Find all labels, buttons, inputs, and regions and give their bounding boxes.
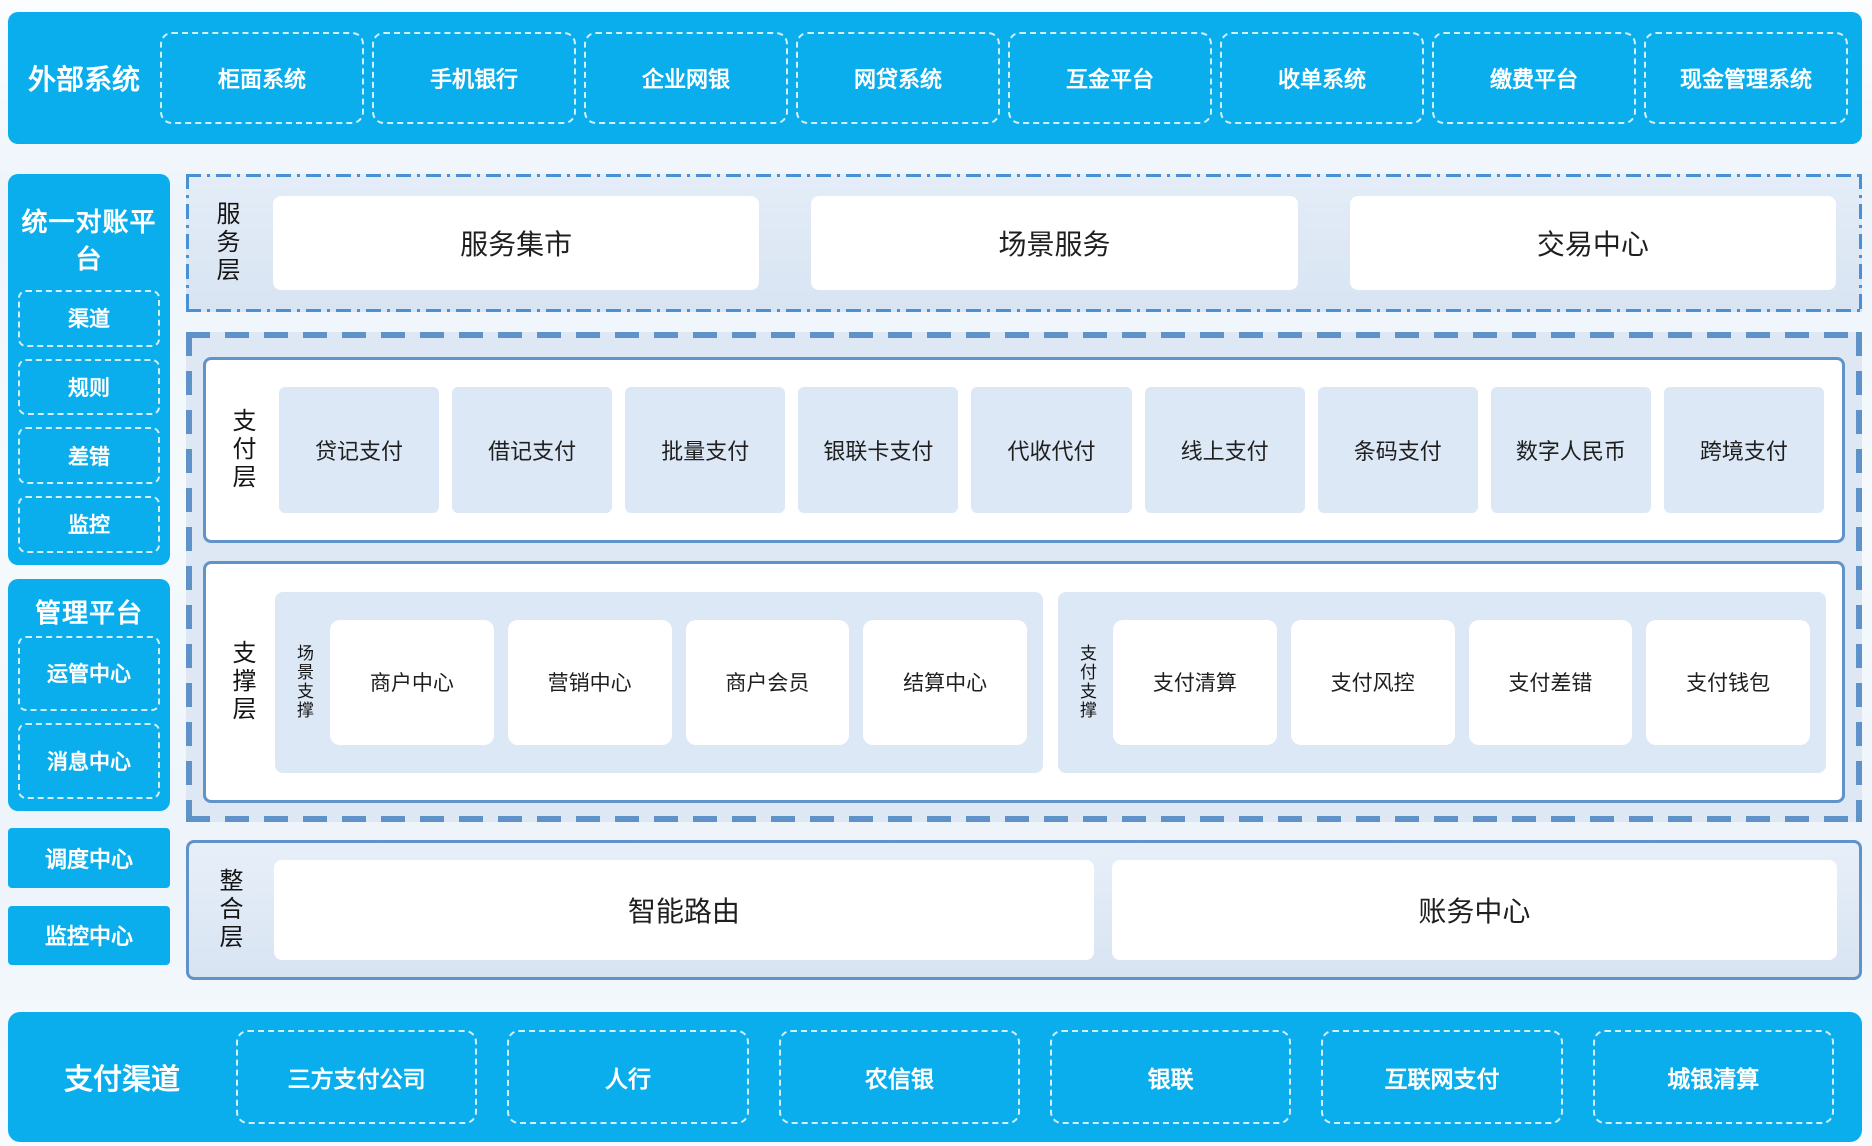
payment-box-debit: 借记支付: [452, 387, 613, 513]
scene-support-group: 场景支撑 商户中心 营销中心 商户会员 结算中心: [275, 591, 1043, 773]
support-box-wallet: 支付钱包: [1646, 619, 1810, 745]
support-box-errors: 支付差错: [1468, 619, 1633, 745]
channel-third-party-payment: 三方支付公司: [236, 1030, 478, 1124]
management-item-message-center: 消息中心: [18, 723, 160, 800]
external-system-acquiring: 收单系统: [1220, 32, 1424, 124]
external-system-mobile-bank: 手机银行: [372, 32, 576, 124]
reconciliation-platform-card: 统一对账平台 渠道 规则 差错 监控: [8, 174, 170, 565]
payment-box-online: 线上支付: [1144, 387, 1305, 513]
core-layers-container: 支付层 贷记支付 借记支付 批量支付 银联卡支付 代收代付 线上支付 条码支付 …: [186, 332, 1862, 822]
payment-layer: 支付层 贷记支付 借记支付 批量支付 银联卡支付 代收代付 线上支付 条码支付 …: [203, 357, 1845, 543]
payment-box-batch: 批量支付: [625, 387, 786, 513]
external-system-online-loan: 网贷系统: [796, 32, 1000, 124]
management-platform-title: 管理平台: [34, 597, 143, 628]
reconciliation-item-rules: 规则: [18, 358, 160, 416]
reconciliation-platform-title: 统一对账平台: [21, 207, 157, 274]
support-layer: 支撑层 场景支撑 商户中心 营销中心 商户会员 结算中心: [203, 561, 1845, 803]
service-layer-label: 服务层: [212, 201, 239, 285]
payment-box-cross-border: 跨境支付: [1663, 387, 1824, 513]
scene-box-merchant-member: 商户会员: [685, 619, 850, 745]
service-layer-boxes: 服务集市 场景服务 交易中心: [273, 196, 1836, 290]
payment-box-unionpay-card: 银联卡支付: [798, 387, 959, 513]
payment-support-label: 支付支撑: [1077, 644, 1096, 720]
external-system-cash-management: 现金管理系统: [1644, 32, 1848, 124]
scene-box-merchant-center: 商户中心: [330, 619, 494, 745]
management-platform-card: 管理平台 运管中心 消息中心: [8, 578, 170, 812]
payment-channels-items: 三方支付公司 人行 农信银 银联 互联网支付 城银清算: [236, 1030, 1862, 1124]
integration-layer: 整合层 智能路由 账务中心: [186, 840, 1862, 980]
layers-column: 服务层 服务集市 场景服务 交易中心 支付层 贷记支付 借记支付 批量支付 银联…: [186, 174, 1862, 983]
reconciliation-items: 渠道 规则 差错 监控: [18, 290, 160, 553]
management-item-operations-center: 运管中心: [18, 635, 160, 712]
reconciliation-item-channel: 渠道: [18, 290, 160, 347]
external-system-internet-finance: 互金平台: [1008, 32, 1212, 124]
integration-layer-label: 整合层: [215, 868, 242, 952]
payment-layer-label: 支付层: [228, 408, 255, 492]
scene-support-boxes: 商户中心 营销中心 商户会员 结算中心: [330, 619, 1027, 745]
payment-box-collection: 代收代付: [971, 387, 1132, 513]
monitoring-center-block: 监控中心: [8, 905, 170, 965]
payment-support-boxes: 支付清算 支付风控 支付差错 支付钱包: [1113, 619, 1810, 745]
integration-layer-boxes: 智能路由 账务中心: [274, 860, 1837, 960]
service-box-service-market: 服务集市: [273, 196, 760, 290]
left-sidebar: 统一对账平台 渠道 规则 差错 监控 管理平台 运管中心 消息中心 调度中心 监…: [8, 174, 170, 983]
integration-box-accounting-center: 账务中心: [1111, 860, 1837, 960]
service-box-scene-service: 场景服务: [811, 196, 1298, 290]
service-box-transaction-center: 交易中心: [1349, 196, 1836, 290]
scene-box-settlement-center: 结算中心: [863, 619, 1027, 745]
payment-support-group: 支付支撑 支付清算 支付风控 支付差错 支付钱包: [1058, 591, 1826, 773]
support-layer-groups: 场景支撑 商户中心 营销中心 商户会员 结算中心 支付支撑 支付清算: [275, 591, 1826, 773]
payment-layer-boxes: 贷记支付 借记支付 批量支付 银联卡支付 代收代付 线上支付 条码支付 数字人民…: [279, 387, 1824, 513]
content-row: 统一对账平台 渠道 规则 差错 监控 管理平台 运管中心 消息中心 调度中心 监…: [8, 174, 1862, 983]
channel-pboc: 人行: [507, 1030, 749, 1124]
payment-channels-bar: 支付渠道 三方支付公司 人行 农信银 银联 互联网支付 城银清算: [8, 1012, 1862, 1142]
support-box-clearing: 支付清算: [1113, 619, 1277, 745]
external-systems-title: 外部系统: [27, 64, 140, 95]
scene-box-marketing-center: 营销中心: [507, 619, 672, 745]
integration-box-smart-routing: 智能路由: [274, 860, 1094, 960]
channel-internet-payment: 互联网支付: [1321, 1030, 1563, 1124]
payment-box-credit: 贷记支付: [279, 387, 440, 513]
payment-box-digital-rmb: 数字人民币: [1490, 387, 1651, 513]
support-layer-label: 支撑层: [228, 640, 255, 724]
external-system-corporate-ebank: 企业网银: [584, 32, 788, 124]
scene-support-label: 场景支撑: [294, 644, 313, 720]
support-box-risk-control: 支付风控: [1290, 619, 1455, 745]
channel-rural-credit-bank: 农信银: [778, 1030, 1020, 1124]
payment-channels-title: 支付渠道: [63, 1064, 180, 1096]
channel-city-bank-clearing: 城银清算: [1592, 1030, 1834, 1124]
management-items: 运管中心 消息中心: [18, 635, 160, 800]
external-system-bill-payment: 缴费平台: [1432, 32, 1636, 124]
reconciliation-item-monitoring: 监控: [18, 495, 160, 553]
external-system-counter: 柜面系统: [160, 32, 364, 124]
channel-unionpay: 银联: [1049, 1030, 1292, 1124]
service-layer: 服务层 服务集市 场景服务 交易中心: [186, 174, 1862, 312]
payment-box-barcode: 条码支付: [1317, 387, 1478, 513]
dispatch-center-block: 调度中心: [8, 828, 170, 888]
external-systems-items: 柜面系统 手机银行 企业网银 网贷系统 互金平台 收单系统 缴费平台 现金管理系…: [160, 32, 1862, 124]
external-systems-bar: 外部系统 柜面系统 手机银行 企业网银 网贷系统 互金平台 收单系统 缴费平台 …: [8, 12, 1862, 144]
reconciliation-item-errors: 差错: [18, 427, 160, 484]
